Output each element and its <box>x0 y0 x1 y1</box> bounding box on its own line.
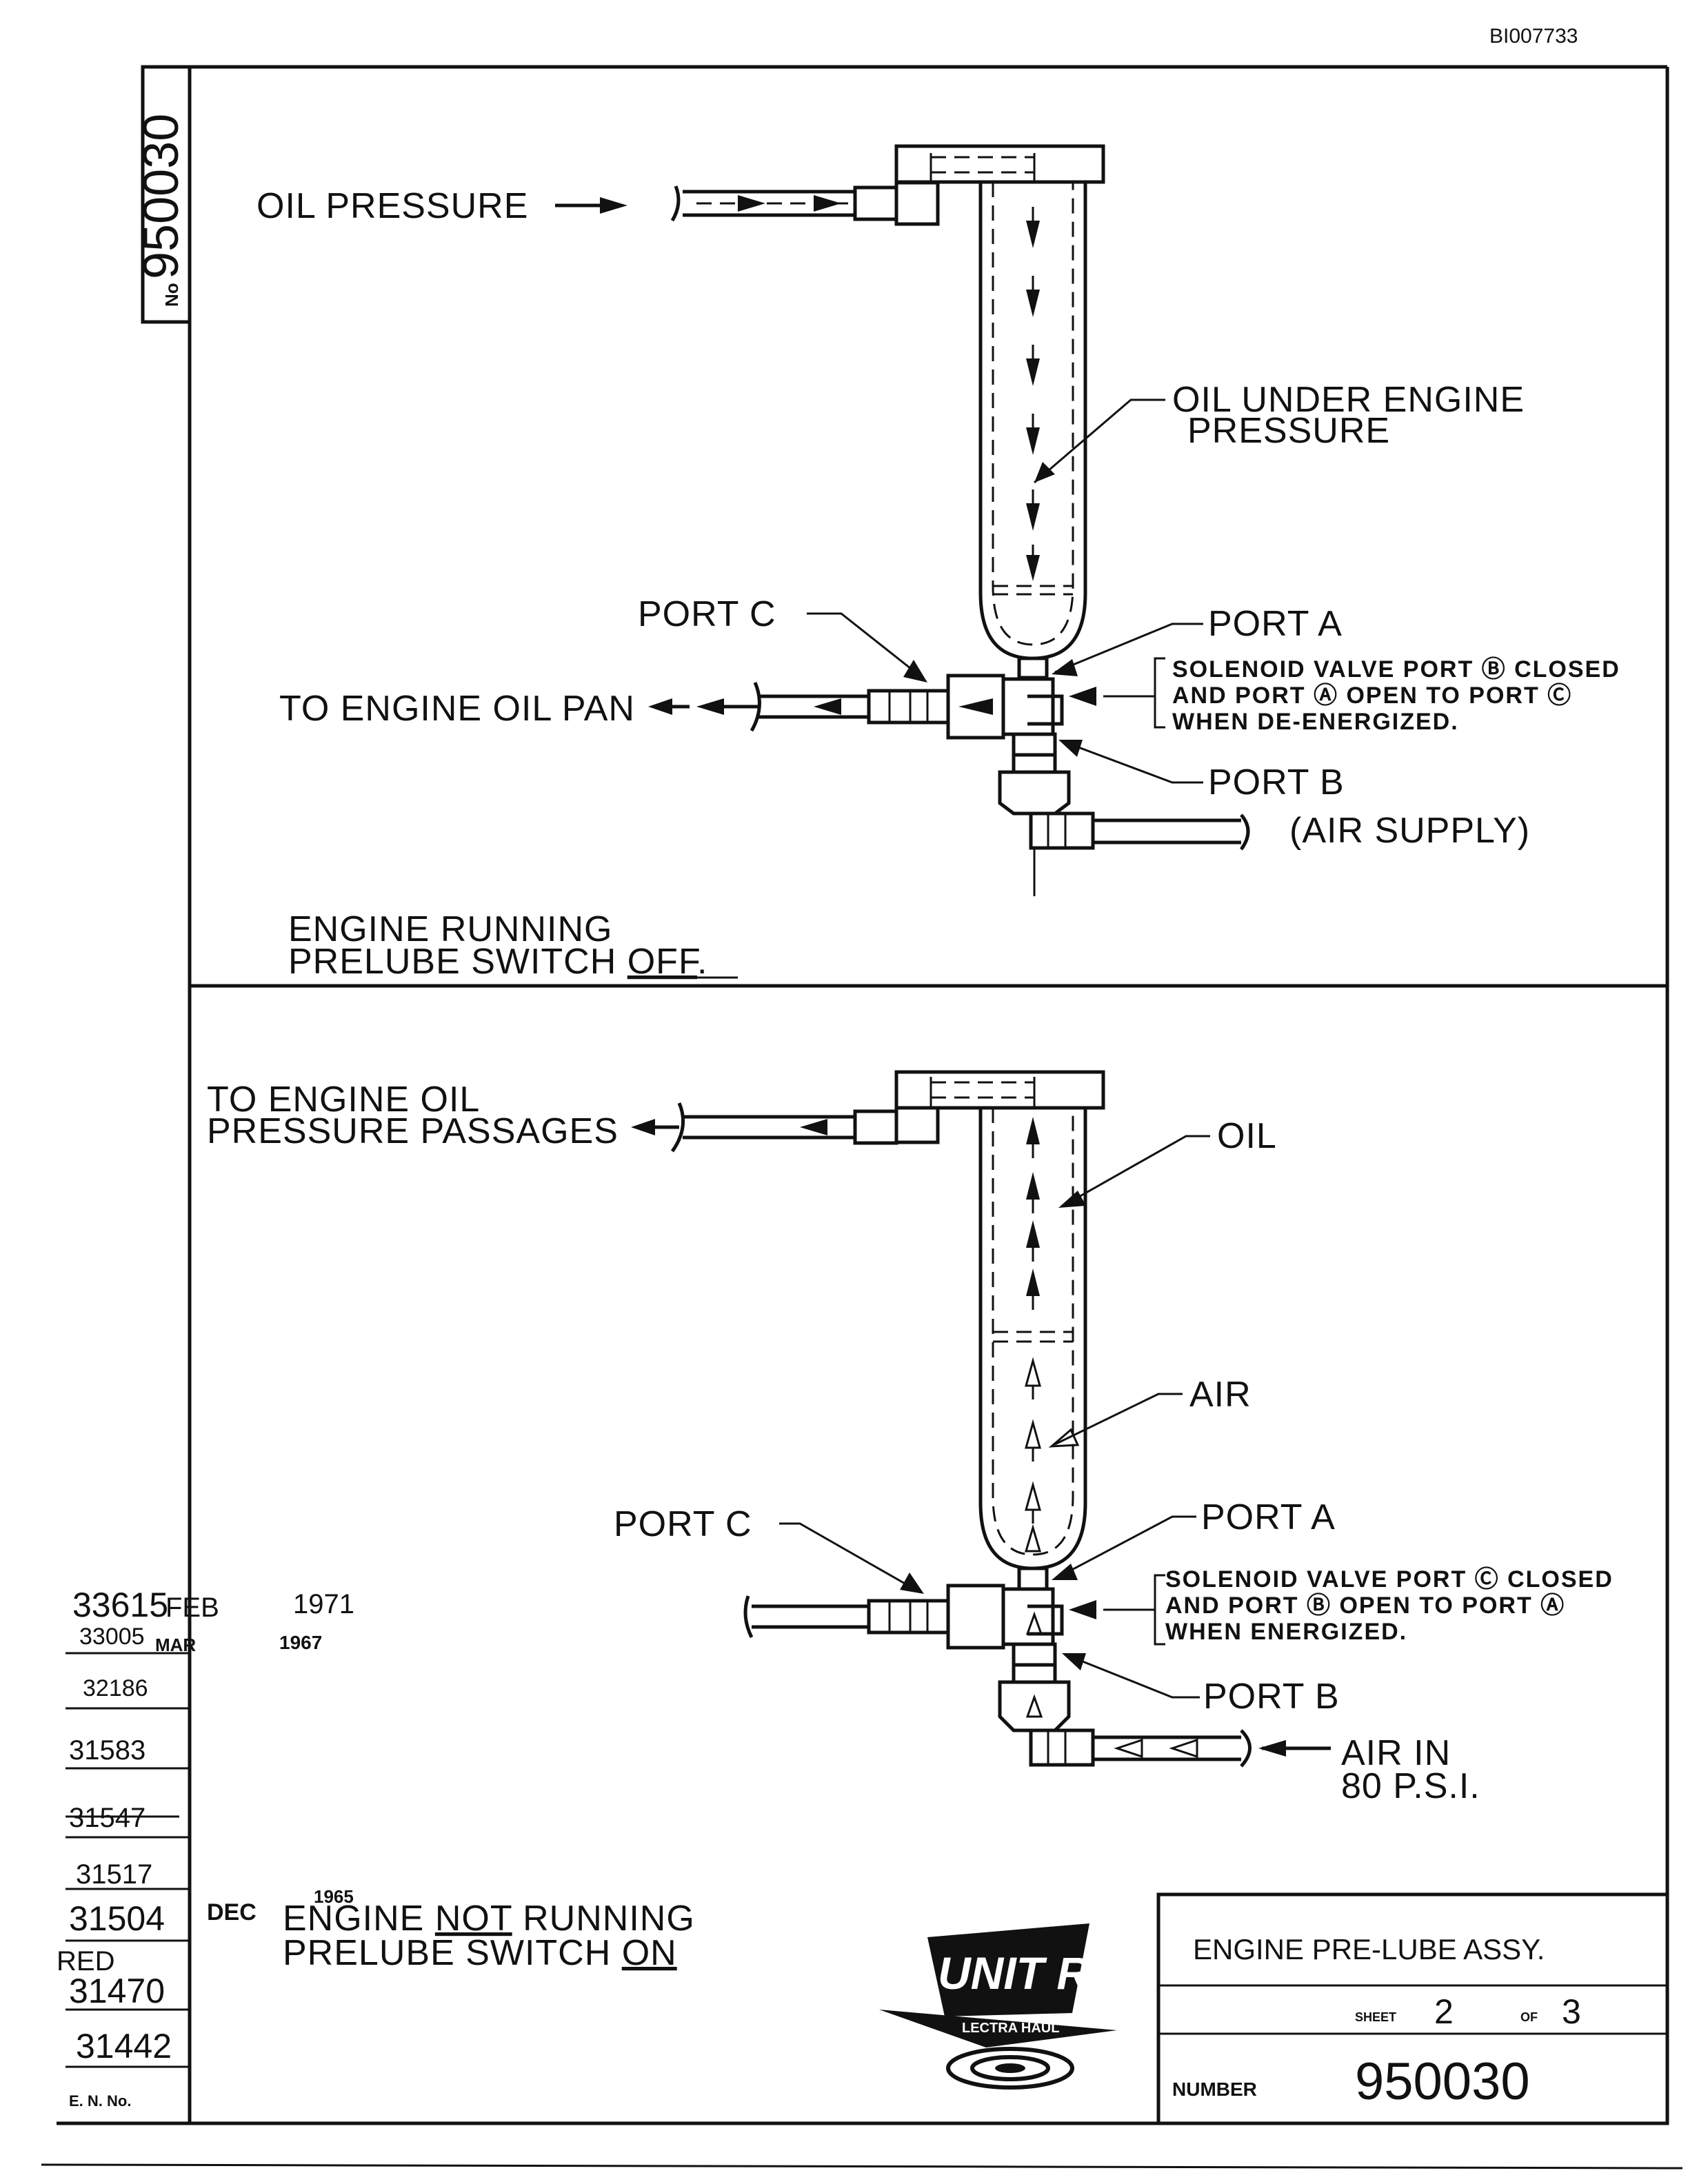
revision-footer-en-no: E. N. No. <box>69 2092 131 2110</box>
note-top-line-2: AND PORT Ⓐ OPEN TO PORT Ⓒ <box>1172 682 1572 709</box>
label-to-engine-oil-pressure-2: PRESSURE PASSAGES <box>207 1111 619 1151</box>
revision-31504-year: 1965 <box>314 1886 354 1907</box>
sheet-label: SHEET <box>1355 2010 1396 2024</box>
revision-column: 33615 FEB 1971 33005 MAR 1967 32186 3158… <box>57 1586 354 2110</box>
revision-33615: 33615 <box>72 1586 168 1624</box>
revision-33005-year: 1967 <box>279 1632 322 1653</box>
label-to-engine-oil-pressure-1: TO ENGINE OIL <box>207 1080 480 1120</box>
revision-31504-month: DEC <box>207 1899 257 1925</box>
caption-bottom-line-2: PRELUBE SWITCH ON <box>283 1933 677 1973</box>
company-logo: UNIT RIG LECTRA HAUL <box>879 1923 1138 2090</box>
label-oil: OIL <box>1217 1116 1277 1156</box>
label-oil-under-engine: OIL UNDER ENGINE <box>1172 380 1525 420</box>
label-air-in-psi: 80 P.S.I. <box>1341 1766 1480 1806</box>
label-port-a-top: PORT A <box>1208 604 1343 644</box>
revision-31442: 31442 <box>76 2027 172 2065</box>
label-oil-under-engine-2: PRESSURE <box>1187 411 1390 451</box>
label-to-engine-oil-pan: TO ENGINE OIL PAN <box>279 689 635 729</box>
caption-top-line-2: PRELUBE SWITCH OFF. <box>288 942 707 982</box>
caption-bottom-line-1: ENGINE NOT RUNNING <box>283 1899 695 1939</box>
label-port-b-top: PORT B <box>1208 762 1345 802</box>
number-label: NUMBER <box>1172 2079 1257 2100</box>
label-port-b-bottom: PORT B <box>1203 1677 1340 1717</box>
label-air: AIR <box>1189 1375 1252 1415</box>
revision-31504: 31504 <box>69 1899 165 1938</box>
sheet-total: 3 <box>1562 1992 1581 2031</box>
sheet-of-label: OF <box>1520 2010 1538 2024</box>
label-air-supply: (AIR SUPPLY) <box>1289 811 1530 851</box>
revision-33615-month: FEB <box>165 1593 219 1623</box>
revision-31547: 31547 <box>69 1803 145 1833</box>
label-port-a-bottom: PORT A <box>1201 1497 1336 1537</box>
label-air-in: AIR IN <box>1341 1733 1451 1773</box>
drawing-number-prefix: No <box>161 283 182 307</box>
bottom-view: TO ENGINE OIL PRESSURE PASSAGES OIL AIR <box>207 1070 1614 1973</box>
revision-33615-year: 1971 <box>293 1589 354 1619</box>
title-block-number: 950030 <box>1355 2052 1530 2111</box>
revision-31470-mark: RED <box>57 1946 114 1976</box>
logo-text: UNIT RIG <box>938 1948 1138 1999</box>
document-id: BI007733 <box>1489 25 1578 48</box>
note-top-line-3: WHEN DE-ENERGIZED. <box>1172 709 1459 735</box>
revision-32186: 32186 <box>83 1675 148 1701</box>
label-oil-pressure: OIL PRESSURE <box>257 186 528 226</box>
caption-top-line-1: ENGINE RUNNING <box>288 909 612 949</box>
title-block-title: ENGINE PRE-LUBE ASSY. <box>1193 1933 1545 1965</box>
sheet-number: 2 <box>1434 1992 1454 2031</box>
label-port-c-top: PORT C <box>638 594 776 634</box>
revision-31517: 31517 <box>76 1859 152 1890</box>
flow-arrows-up-air <box>1024 1357 1042 1553</box>
outer-frame <box>41 65 1683 2170</box>
drawing-number-vertical: 950030 <box>134 114 189 279</box>
top-view: OIL PRESSURE OIL UNDER ENGINE PRESSURE T… <box>257 144 1620 982</box>
revision-31470: 31470 <box>69 1972 165 2010</box>
title-block: ENGINE PRE-LUBE ASSY. SHEET 2 OF 3 NUMBE… <box>1156 1892 1669 2125</box>
logo-subtext: LECTRA HAUL <box>962 2021 1059 2036</box>
revision-33005: 33005 <box>79 1624 145 1650</box>
revision-31583: 31583 <box>69 1735 145 1766</box>
revision-33005-month: MAR <box>155 1635 196 1655</box>
note-top-line-1: SOLENOID VALVE PORT Ⓑ CLOSED <box>1172 656 1620 682</box>
drawing-number-stamp: No 950030 <box>134 65 192 324</box>
flow-arrows-up-oil <box>1026 1117 1040 1310</box>
note-bottom-line-1: SOLENOID VALVE PORT Ⓒ CLOSED <box>1165 1566 1614 1593</box>
flow-arrows-down <box>1026 207 1040 581</box>
label-port-c-bottom: PORT C <box>614 1504 752 1544</box>
note-bottom-line-2: AND PORT Ⓑ OPEN TO PORT Ⓐ <box>1165 1593 1565 1619</box>
note-bottom-line-3: WHEN ENERGIZED. <box>1165 1619 1407 1645</box>
